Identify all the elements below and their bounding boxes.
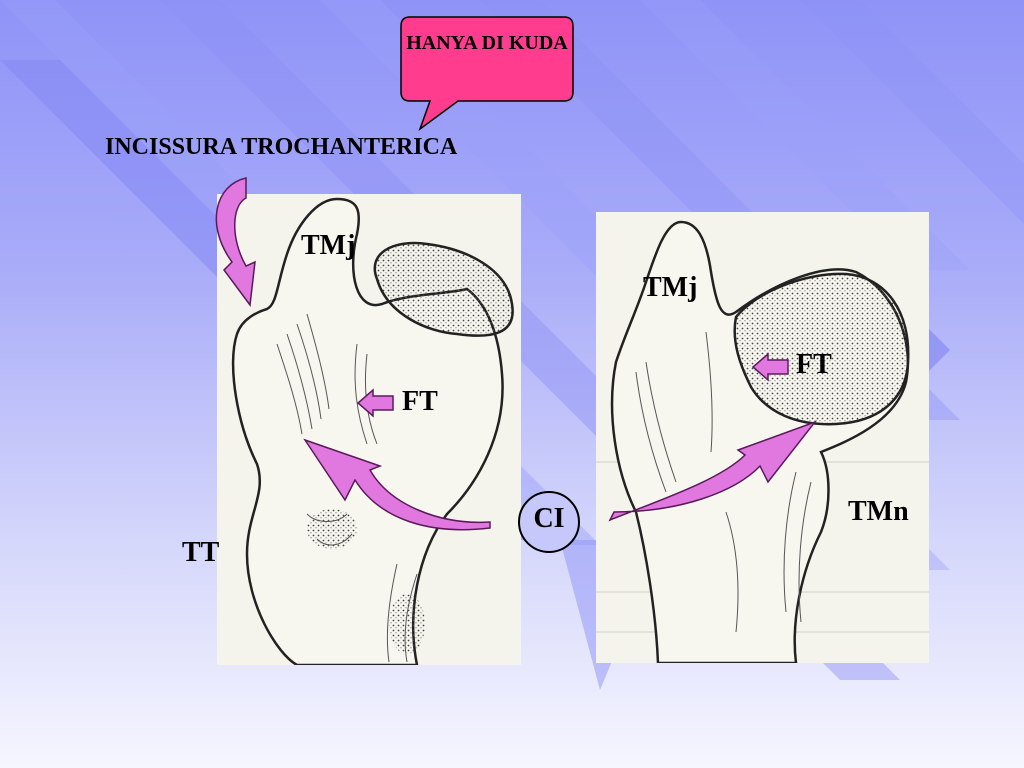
diagram-heading: INCISSURA TROCHANTERICA <box>105 134 458 160</box>
ci-label: CI <box>533 503 565 534</box>
label-tmj-left: TMj <box>301 230 356 261</box>
label-tt: TT <box>182 537 220 568</box>
ci-circle <box>518 491 580 553</box>
callout-text: HANYA DI KUDA <box>406 32 568 54</box>
left-femur-drawing <box>231 197 514 665</box>
label-tmn: TMn <box>848 496 909 527</box>
label-tmj-right: TMj <box>643 272 698 303</box>
callout-bubble <box>400 16 574 132</box>
label-ft-left: FT <box>402 386 438 417</box>
label-ft-right: FT <box>796 349 832 380</box>
left-bone-panel <box>217 194 521 665</box>
